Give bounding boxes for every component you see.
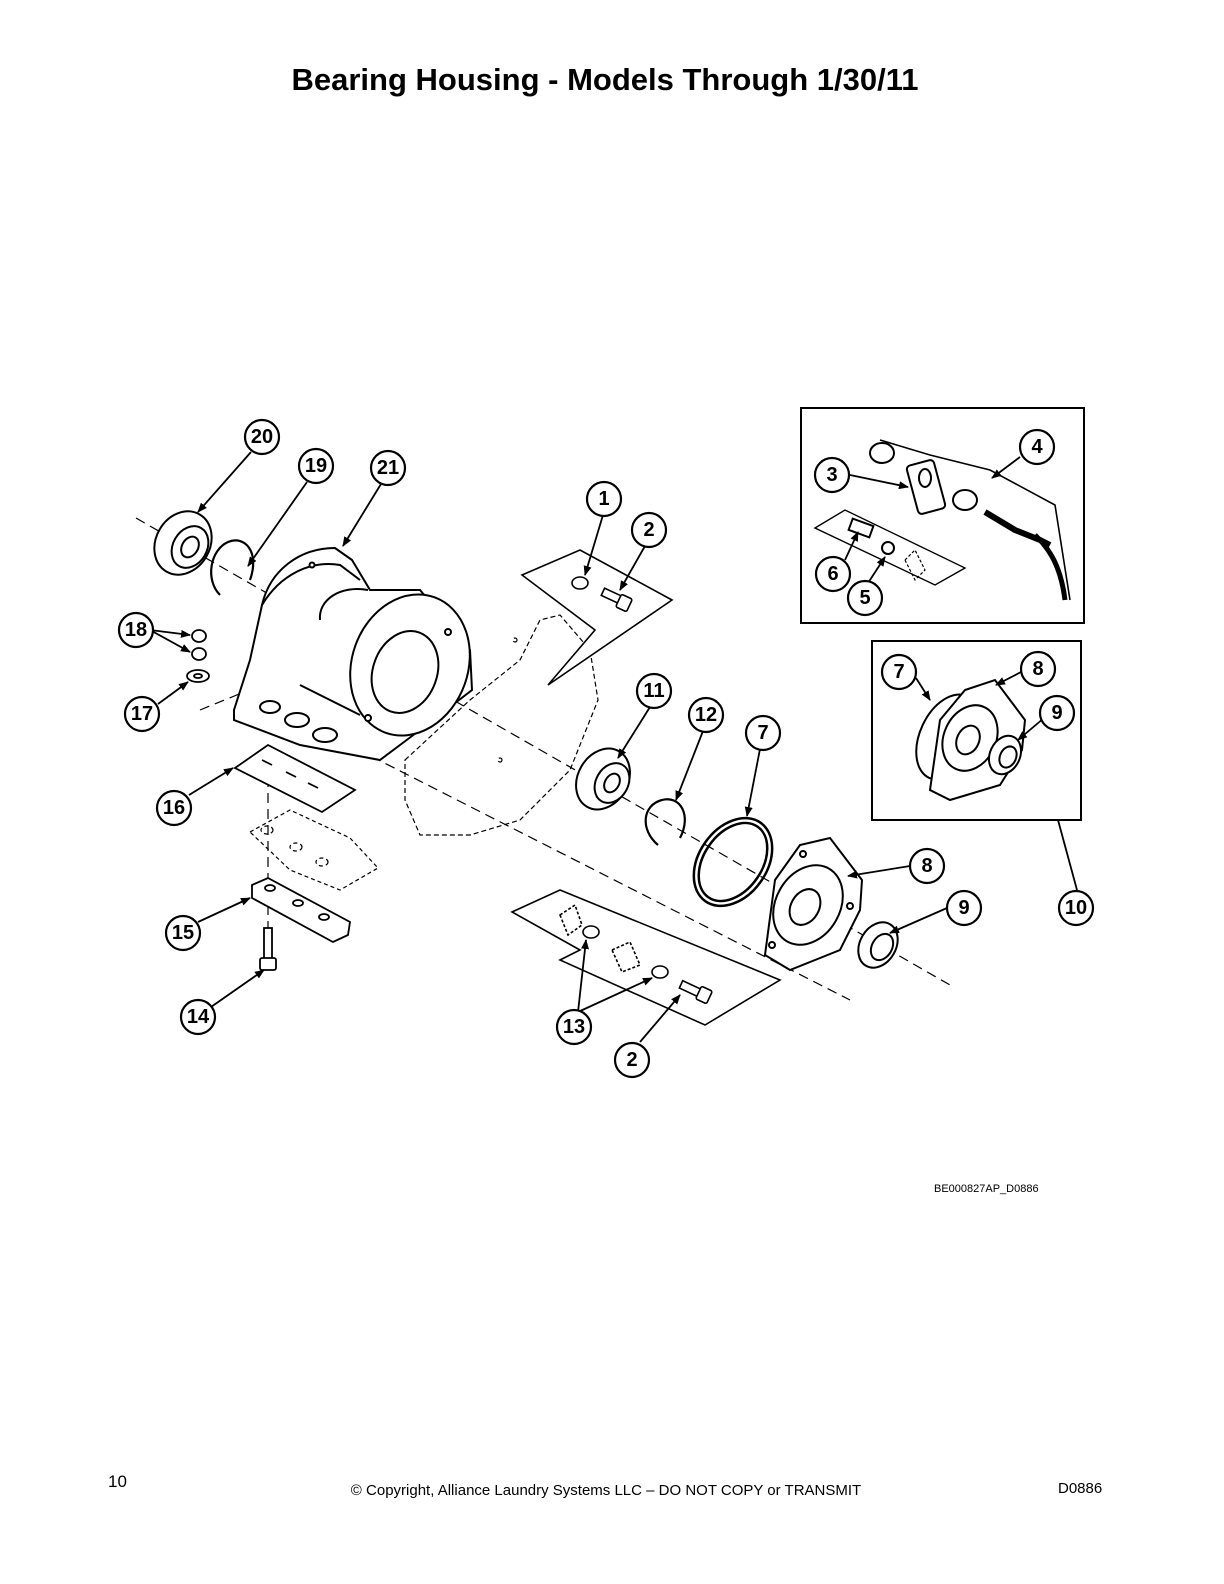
svg-text:19: 19	[305, 455, 327, 477]
nuts-part-18	[191, 629, 207, 661]
callout-12: 12	[687, 696, 725, 734]
callout-6: 6	[814, 555, 852, 593]
svg-text:15: 15	[172, 922, 194, 944]
svg-text:3: 3	[826, 464, 837, 486]
end-cover-part-8	[763, 836, 864, 972]
callout-11: 11	[635, 672, 673, 710]
bearing-housing-part-21	[233, 546, 474, 762]
retaining-ring-part-12	[644, 798, 686, 846]
callout-8: 8	[908, 847, 946, 885]
svg-text:12: 12	[695, 704, 717, 726]
svg-text:9: 9	[958, 897, 969, 919]
callout-9-inset: 9	[1038, 694, 1076, 732]
washer-part-17	[186, 669, 210, 683]
page-title: Bearing Housing - Models Through 1/30/11	[291, 62, 919, 97]
callout-16: 16	[155, 789, 193, 827]
copyright-notice: © Copyright, Alliance Laundry Systems LL…	[350, 1482, 862, 1499]
callout-2-top: 2	[630, 511, 668, 549]
callout-2-bottom: 2	[613, 1041, 651, 1079]
svg-text:2: 2	[643, 519, 654, 541]
svg-text:7: 7	[893, 661, 904, 683]
mounting-plate-dashed	[248, 809, 379, 891]
callout-14: 14	[179, 998, 217, 1036]
svg-text:21: 21	[377, 457, 399, 479]
callout-8-inset: 8	[1019, 650, 1057, 688]
svg-text:16: 16	[163, 797, 185, 819]
seal-part-9	[857, 921, 899, 969]
callout-20: 20	[243, 418, 281, 456]
callout-17: 17	[123, 695, 161, 733]
callout-13: 13	[555, 1008, 593, 1046]
svg-text:20: 20	[251, 426, 273, 448]
o-ring-part-7	[692, 816, 774, 908]
page-number: 10	[108, 1472, 127, 1491]
callout-7-inset: 7	[880, 653, 918, 691]
callout-3: 3	[813, 456, 851, 494]
callout-1: 1	[585, 480, 623, 518]
svg-text:11: 11	[643, 680, 664, 702]
svg-text:1: 1	[598, 488, 609, 510]
retaining-ring-part-19	[210, 539, 255, 596]
callout-15: 15	[164, 914, 202, 952]
svg-text:14: 14	[187, 1006, 210, 1028]
callout-21: 21	[369, 449, 407, 487]
svg-text:6: 6	[827, 563, 838, 585]
svg-text:10: 10	[1065, 897, 1087, 919]
bearing-part-20	[153, 510, 213, 576]
gasket-plate-dashed	[404, 614, 599, 836]
svg-text:2: 2	[626, 1049, 637, 1071]
svg-text:18: 18	[125, 619, 147, 641]
callout-9: 9	[945, 889, 983, 927]
svg-text:5: 5	[859, 587, 870, 609]
svg-text:4: 4	[1031, 436, 1043, 458]
figure-reference: BE000827AP_D0886	[934, 1183, 1039, 1195]
shim-part-16	[233, 743, 357, 814]
bearing-part-11	[575, 747, 631, 811]
callout-10: 10	[1057, 889, 1095, 927]
fastener-detail-panel-bottom	[510, 889, 782, 1026]
svg-text:17: 17	[131, 703, 153, 725]
callout-5: 5	[846, 579, 884, 617]
clamp-bar-part-15	[251, 877, 351, 944]
svg-text:8: 8	[1032, 658, 1043, 680]
svg-text:8: 8	[921, 855, 932, 877]
fastener-detail-panel-top	[520, 549, 674, 686]
document-id: D0886	[1058, 1480, 1103, 1497]
leader-lines	[149, 451, 1078, 1043]
callout-18: 18	[117, 611, 155, 649]
callout-7: 7	[744, 714, 782, 752]
callout-19: 19	[297, 447, 335, 485]
bolt-part-14	[259, 927, 277, 971]
svg-text:9: 9	[1051, 702, 1062, 724]
callout-4: 4	[1018, 428, 1056, 466]
svg-text:7: 7	[757, 722, 768, 744]
svg-text:13: 13	[563, 1016, 585, 1038]
